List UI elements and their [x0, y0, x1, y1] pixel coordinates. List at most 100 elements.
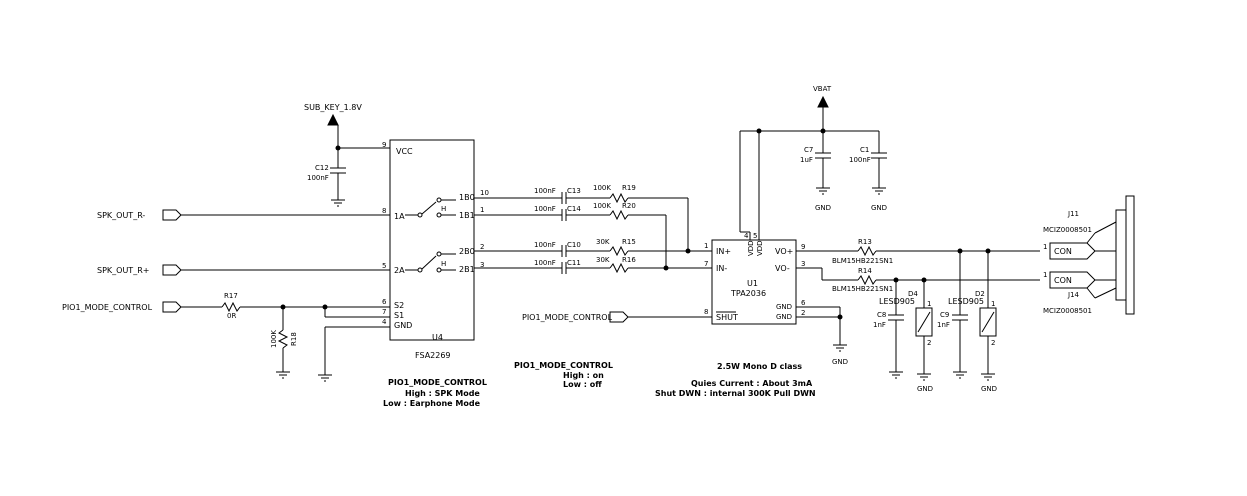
- u1-inp-label: IN+: [716, 247, 731, 256]
- u4-switch-2: H: [405, 251, 456, 273]
- u4-1a-label: 1A: [394, 212, 405, 221]
- ic-u4-fsa2269: VCC 1A 2A S2 S1 GND 1B0 1B1 2B0 2B1 U4 F…: [382, 139, 489, 360]
- c1-gnd-text: GND: [871, 204, 887, 212]
- ground-icon: [872, 187, 886, 195]
- u4-pin-vcc: 9: [382, 141, 386, 149]
- r14-value: BLM15HB221SN1: [832, 285, 893, 293]
- port-arrow-icon: [609, 311, 629, 323]
- resistor-r18: 100K R18: [270, 307, 298, 379]
- capacitor-c12: C12 100nF: [307, 164, 346, 207]
- ground-icon: [276, 371, 290, 379]
- net-2b0: 100nF C10 30K R15: [474, 238, 712, 257]
- ground-icon: [889, 371, 903, 379]
- c7-ref: C7: [804, 146, 813, 154]
- u4-pin-1b0: 10: [480, 189, 489, 197]
- r18-value: 100K: [270, 330, 278, 348]
- u1-pin-gnd1: 6: [801, 299, 806, 307]
- capacitor-c7: C7 1uF GND: [800, 131, 831, 212]
- port-mode-control-mid: PIO1_MODE_CONTROL: [522, 311, 712, 323]
- u4-ref: U4: [432, 333, 443, 342]
- c12-value: 100nF: [307, 174, 329, 182]
- port-spk-out-n: SPK_OUT_R-: [97, 209, 390, 221]
- u4-pin-1b1: 1: [480, 206, 484, 214]
- u4-pin-s2: 6: [382, 298, 387, 306]
- d4-gnd-text: GND: [917, 385, 933, 393]
- amp-note-current: Quies Current : About 3mA: [691, 379, 813, 388]
- u4-mode-note: PIO1_MODE_CONTROL High : SPK Mode Low : …: [383, 378, 487, 408]
- ground-icon: [833, 344, 847, 352]
- junction-dot: [685, 248, 691, 254]
- d2-gnd-text: GND: [981, 385, 997, 393]
- u1-ref: U1: [747, 279, 758, 288]
- j11-part: MCIZ0008501: [1043, 226, 1092, 234]
- u1-body: [711, 239, 797, 325]
- j14-label: CON: [1054, 276, 1072, 285]
- u1-von-label: VO-: [775, 264, 790, 273]
- mode-ctrl-left-label: PIO1_MODE_CONTROL: [62, 303, 153, 312]
- power-arrow-icon: [327, 113, 339, 126]
- r17-value: 0R: [227, 312, 236, 320]
- net-1b0: 100nF C13 100K R19: [474, 184, 689, 251]
- d4-value: LESD905: [879, 297, 915, 306]
- u1-ground-net: GND: [796, 306, 848, 366]
- c7-gnd-text: GND: [815, 204, 831, 212]
- net-2b1: 100nF C11 30K R16: [474, 256, 712, 274]
- u1-pin-vdd2: 5: [753, 232, 757, 240]
- ferrite-r13: R13 BLM15HB221SN1: [796, 238, 1040, 265]
- r13-value: BLM15HB221SN1: [832, 257, 893, 265]
- u1-vdd2-label: VDD: [756, 240, 764, 256]
- c13-ref: C13: [567, 187, 581, 195]
- u1-pin-vdd1: 4: [744, 232, 749, 240]
- u4-note-high: High : SPK Mode: [405, 389, 480, 398]
- u1-note-low: Low : off: [563, 380, 602, 389]
- u4-s1-label: S1: [394, 311, 404, 320]
- u1-vop-label: VO+: [775, 247, 793, 256]
- r16-value: 30K: [596, 256, 610, 264]
- d2-value: LESD905: [948, 297, 984, 306]
- u1-shut-label: SHUT: [716, 313, 738, 322]
- r13-ref: R13: [858, 238, 872, 246]
- esd-diode-d4: D4 LESD905 1 2 GND: [879, 280, 933, 393]
- esd-diode-d2: D2 LESD905 1 2 GND: [948, 251, 997, 393]
- amp-note-shut: Shut DWN : internal 300K Pull DWN: [655, 389, 816, 398]
- speaker-icon: [1094, 195, 1135, 315]
- u1-pin-inn: 7: [704, 260, 708, 268]
- u4-pin-1a: 8: [382, 207, 386, 215]
- u1-pin-shut: 8: [704, 308, 708, 316]
- port-arrow-icon: [162, 264, 182, 276]
- d2-pin1: 1: [991, 300, 995, 308]
- u4-h1-label: H: [441, 205, 446, 213]
- connector-j14: 1 CON J14 MCIZ0008501: [1043, 271, 1096, 315]
- r16-ref: R16: [622, 256, 636, 264]
- resistor-r17: R17 0R: [221, 292, 390, 320]
- r15-value: 30K: [596, 238, 610, 246]
- u1-vdd1-label: VDD: [747, 240, 755, 256]
- u4-2b1-label: 2B1: [459, 265, 475, 274]
- c11-ref: C11: [567, 259, 581, 267]
- u1-gnd1-label: GND: [776, 303, 792, 311]
- u4-pin-2a: 5: [382, 262, 386, 270]
- u4-vcc-label: VCC: [396, 147, 413, 156]
- c10-value: 100nF: [534, 241, 556, 249]
- sub-key-label: SUB_KEY_1.8V: [304, 103, 362, 112]
- u4-1b0-label: 1B0: [459, 193, 475, 202]
- r15-ref: R15: [622, 238, 636, 246]
- c8-ref: C8: [877, 311, 886, 319]
- j11-label: CON: [1054, 247, 1072, 256]
- d2-pin2: 2: [991, 339, 995, 347]
- j11-ref: J11: [1067, 210, 1079, 218]
- u4-part: FSA2269: [415, 351, 451, 360]
- u4-pin-s1: 7: [382, 308, 386, 316]
- j14-part: MCIZ0008501: [1043, 307, 1092, 315]
- r20-value: 100K: [593, 202, 611, 210]
- r19-value: 100K: [593, 184, 611, 192]
- c10-ref: C10: [567, 241, 581, 249]
- amplifier-note: 2.5W Mono D class Quies Current : About …: [655, 362, 816, 398]
- u4-1b1-label: 1B1: [459, 211, 475, 220]
- c13-value: 100nF: [534, 187, 556, 195]
- c9-value: 1nF: [937, 321, 950, 329]
- c7-value: 1uF: [800, 156, 813, 164]
- d4-ref: D4: [908, 290, 918, 298]
- capacitor-c8: C8 1nF: [873, 280, 904, 379]
